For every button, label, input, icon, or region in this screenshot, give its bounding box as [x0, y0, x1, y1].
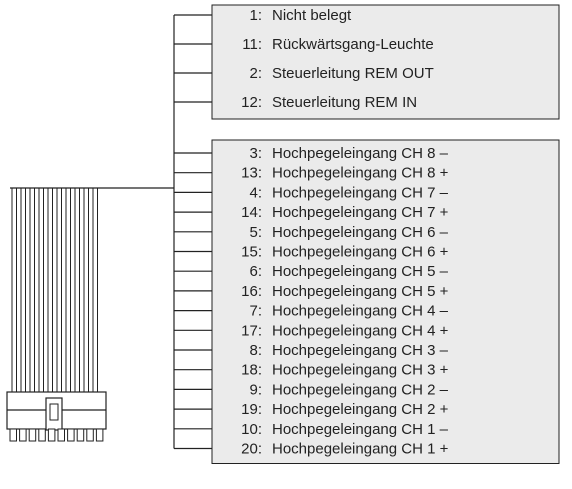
plug-pin: [95, 428, 104, 442]
connector-plug: [6, 188, 107, 442]
pin-label: Hochpegeleingang CH 7 +: [272, 204, 449, 221]
pin-label: Hochpegeleingang CH 4 –: [272, 303, 449, 320]
pin-list-highlevel-inputs: 3: Hochpegeleingang CH 8 – 13: Hochpegelein…: [241, 145, 448, 458]
pin-label: Rückwärtsgang-Leuchte: [272, 36, 434, 53]
plug-latch-inner: [49, 403, 59, 421]
pin-number: 19:: [241, 401, 262, 418]
pin-row: 3: Hochpegeleingang CH 8 –: [249, 145, 448, 162]
pin-label: Hochpegeleingang CH 6 +: [272, 244, 449, 261]
pin-label: Nicht belegt: [272, 7, 352, 24]
plug-pin: [47, 428, 56, 442]
pin-number: 9:: [249, 381, 262, 398]
pin-label: Hochpegeleingang CH 7 –: [272, 184, 449, 201]
pin-row: 2: Steuerleitung REM OUT: [249, 65, 433, 82]
pin-label: Hochpegeleingang CH 6 –: [272, 224, 449, 241]
pin-label: Hochpegeleingang CH 8 –: [272, 145, 449, 162]
pin-number: 16:: [241, 283, 262, 300]
pin-label: Hochpegeleingang CH 1 +: [272, 441, 449, 458]
pin-row: 4: Hochpegeleingang CH 7 –: [249, 184, 448, 201]
pin-number: 4:: [249, 184, 262, 201]
pin-row: 11: Rückwärtsgang-Leuchte: [242, 36, 434, 53]
pin-row: 6: Hochpegeleingang CH 5 –: [249, 263, 448, 280]
plug-pin: [38, 428, 46, 442]
pin-box-control: [211, 4, 560, 120]
plug-pin: [67, 428, 75, 442]
pin-label: Steuerleitung REM IN: [272, 94, 417, 111]
pin-row: 14: Hochpegeleingang CH 7 +: [241, 204, 448, 221]
plug-pin: [9, 428, 17, 442]
pin-number: 14:: [241, 204, 262, 221]
pin-number: 8:: [249, 342, 262, 359]
plug-pin: [19, 428, 27, 442]
pin-number: 18:: [241, 362, 262, 379]
pin-number: 17:: [241, 322, 262, 339]
pin-row: 15: Hochpegeleingang CH 6 +: [241, 244, 448, 261]
pin-number: 15:: [241, 244, 262, 261]
pin-number: 11:: [242, 36, 262, 53]
pin-label: Hochpegeleingang CH 3 +: [272, 362, 449, 379]
pin-row: 1: Nicht belegt: [249, 7, 352, 24]
pin-row: 8: Hochpegeleingang CH 3 –: [249, 342, 448, 359]
pin-label: Hochpegeleingang CH 4 +: [272, 322, 449, 339]
pin-row: 19: Hochpegeleingang CH 2 +: [241, 401, 448, 418]
pin-row: 20: Hochpegeleingang CH 1 +: [241, 441, 448, 458]
pin-number: 13:: [241, 165, 262, 182]
pin-row: 5: Hochpegeleingang CH 6 –: [249, 224, 448, 241]
pin-row: 18: Hochpegeleingang CH 3 +: [241, 362, 448, 379]
pin-number: 5:: [249, 224, 262, 241]
pin-box-highlevel-inputs: [211, 139, 560, 464]
pin-label: Hochpegeleingang CH 2 –: [272, 381, 449, 398]
wire-bus: [10, 14, 232, 450]
pin-row: 12: Steuerleitung REM IN: [241, 94, 417, 111]
pin-number: 20:: [241, 441, 262, 458]
pin-label: Hochpegeleingang CH 2 +: [272, 401, 449, 418]
pin-label: Hochpegeleingang CH 1 –: [272, 421, 449, 438]
pin-list-control: 1: Nicht belegt 11: Rückwärtsgang-Leuchte 2:…: [241, 7, 434, 111]
pin-number: 6:: [249, 263, 262, 280]
pin-label: Hochpegeleingang CH 8 +: [272, 165, 449, 182]
pin-row: 9: Hochpegeleingang CH 2 –: [249, 381, 448, 398]
pin-row: 7: Hochpegeleingang CH 4 –: [249, 303, 448, 320]
pin-number: 7:: [249, 303, 262, 320]
pin-row: 13: Hochpegeleingang CH 8 +: [241, 165, 448, 182]
pin-number: 1:: [249, 7, 262, 24]
pin-label: Hochpegeleingang CH 3 –: [272, 342, 449, 359]
plug-pin: [76, 428, 85, 442]
pin-label: Steuerleitung REM OUT: [272, 65, 434, 82]
pin-number: 12:: [241, 94, 262, 111]
pin-row: 10: Hochpegeleingang CH 1 –: [241, 421, 448, 438]
pin-number: 3:: [249, 145, 262, 162]
pin-number: 10:: [241, 421, 262, 438]
pin-number: 2:: [249, 65, 262, 82]
plug-pin: [28, 428, 37, 442]
plug-pin: [86, 428, 94, 442]
pin-label: Hochpegeleingang CH 5 –: [272, 263, 449, 280]
pin-row: 17: Hochpegeleingang CH 4 +: [241, 322, 448, 339]
pin-row: 16: Hochpegeleingang CH 5 +: [241, 283, 448, 300]
pin-label: Hochpegeleingang CH 5 +: [272, 283, 449, 300]
plug-pin: [57, 428, 65, 442]
